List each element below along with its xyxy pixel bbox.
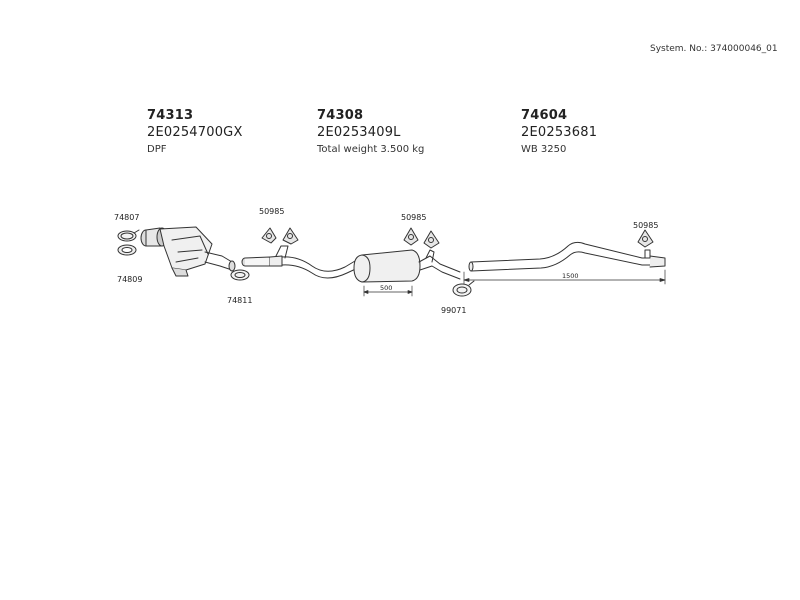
front-pipe-icon — [241, 245, 363, 279]
dimension-muffler — [363, 285, 413, 297]
part-code: 2E0254700GX — [147, 125, 243, 140]
part-number: 74308 — [317, 108, 364, 123]
middle-muffler-icon — [353, 249, 461, 283]
part-description: DPF — [147, 144, 167, 155]
part-number: 74313 — [147, 108, 194, 123]
dimension-tail — [463, 269, 666, 285]
part-code: 2E0253681 — [521, 125, 598, 140]
dimension-label-500: 500 — [380, 284, 392, 292]
dpf-catalyst-icon — [140, 226, 236, 277]
part-description: Total weight 3.500 kg — [317, 144, 425, 155]
callout-50985-mid: 50985 — [401, 213, 426, 222]
part-block-middle-muffler: 74308 2E0253409L Total weight 3.500 kg — [317, 107, 424, 159]
part-block-dpf: 74313 2E0254700GX DPF — [147, 107, 243, 159]
part-block-tail-pipe: 74604 2E0253681 WB 3250 — [521, 107, 597, 159]
callout-74809: 74809 — [117, 275, 142, 284]
clamp-99071-icon — [452, 280, 475, 297]
clamp-74811-icon — [230, 269, 250, 281]
part-description: WB 3250 — [521, 144, 567, 155]
clamp-74807-icon — [117, 229, 140, 242]
callout-50985-front: 50985 — [259, 207, 284, 216]
callout-74807: 74807 — [114, 213, 139, 222]
callout-74811: 74811 — [227, 296, 252, 305]
system-number: System. No.: 374000046_01 — [650, 44, 778, 54]
callout-99071: 99071 — [441, 306, 466, 315]
tail-pipe-icon — [468, 241, 666, 272]
hanger-rear-icon — [637, 229, 654, 248]
hanger-mid-icon — [403, 227, 440, 249]
gasket-74809-icon — [117, 244, 137, 256]
dimension-label-1500: 1500 — [562, 272, 579, 280]
hanger-front-icon — [261, 227, 299, 245]
part-code: 2E0253409L — [317, 125, 401, 140]
part-number: 74604 — [521, 108, 568, 123]
callout-50985-rear: 50985 — [633, 221, 658, 230]
